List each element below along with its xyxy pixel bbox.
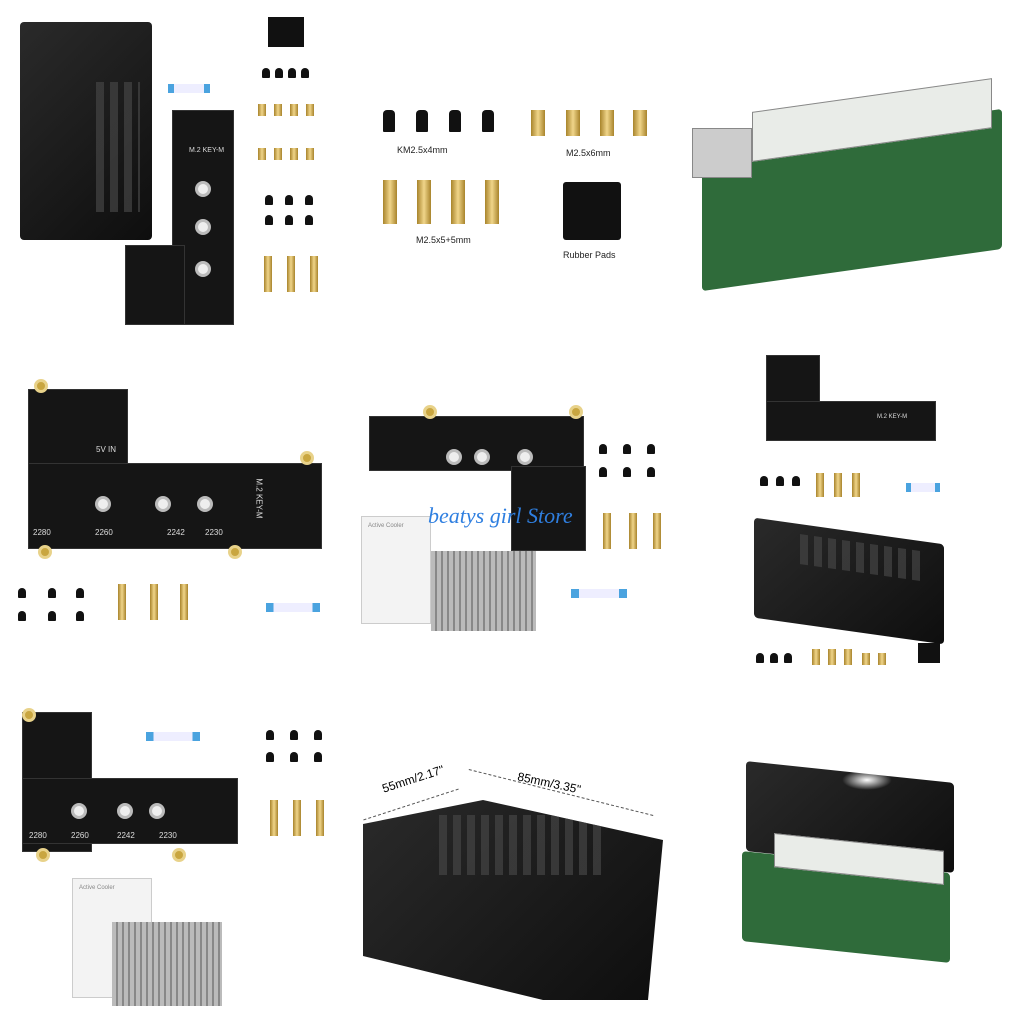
label-m25x5-5: M2.5x5+5mm bbox=[416, 235, 471, 245]
panel-assembled bbox=[682, 0, 1024, 341]
panel-accessories: KM2.5x4mm M2.5x6mm M2.5x5+5mm Rubber Pad… bbox=[341, 0, 682, 341]
label-km25x4: KM2.5x4mm bbox=[397, 145, 448, 155]
case-dimensioned bbox=[363, 800, 663, 1000]
panel-board-front: M.2 KEY-M 2280 2260 2242 2230 5V IN bbox=[0, 341, 341, 682]
panel-board-case: M.2 KEY-M bbox=[682, 341, 1024, 682]
ribbon-cable bbox=[168, 84, 210, 93]
case-upright bbox=[20, 22, 152, 240]
label-rubber-pads: Rubber Pads bbox=[563, 250, 616, 260]
dimension-depth: 55mm/2.17" bbox=[380, 762, 446, 796]
adapter-board-tab bbox=[125, 245, 185, 325]
rubber-pads bbox=[563, 182, 621, 240]
case bbox=[754, 517, 944, 645]
panel-board-cooler: Active Cooler bbox=[341, 341, 682, 682]
panel-board-cooler-2: 2280 2260 2242 2230 Active Cooler bbox=[0, 682, 341, 1024]
rubber-pads bbox=[268, 17, 304, 47]
panel-case-kit: M.2 KEY-M bbox=[0, 0, 341, 341]
panel-case-stack bbox=[682, 682, 1024, 1024]
power-label: 5V IN bbox=[96, 445, 117, 454]
cooler-box: Active Cooler bbox=[361, 516, 431, 624]
watermark: beatys girl Store bbox=[428, 503, 573, 528]
active-cooler bbox=[431, 551, 536, 631]
label-m25x6: M2.5x6mm bbox=[566, 148, 611, 158]
adapter-board bbox=[28, 389, 128, 469]
panel-dimensions: 55mm/2.17" 85mm/3.35" bbox=[341, 682, 682, 1024]
